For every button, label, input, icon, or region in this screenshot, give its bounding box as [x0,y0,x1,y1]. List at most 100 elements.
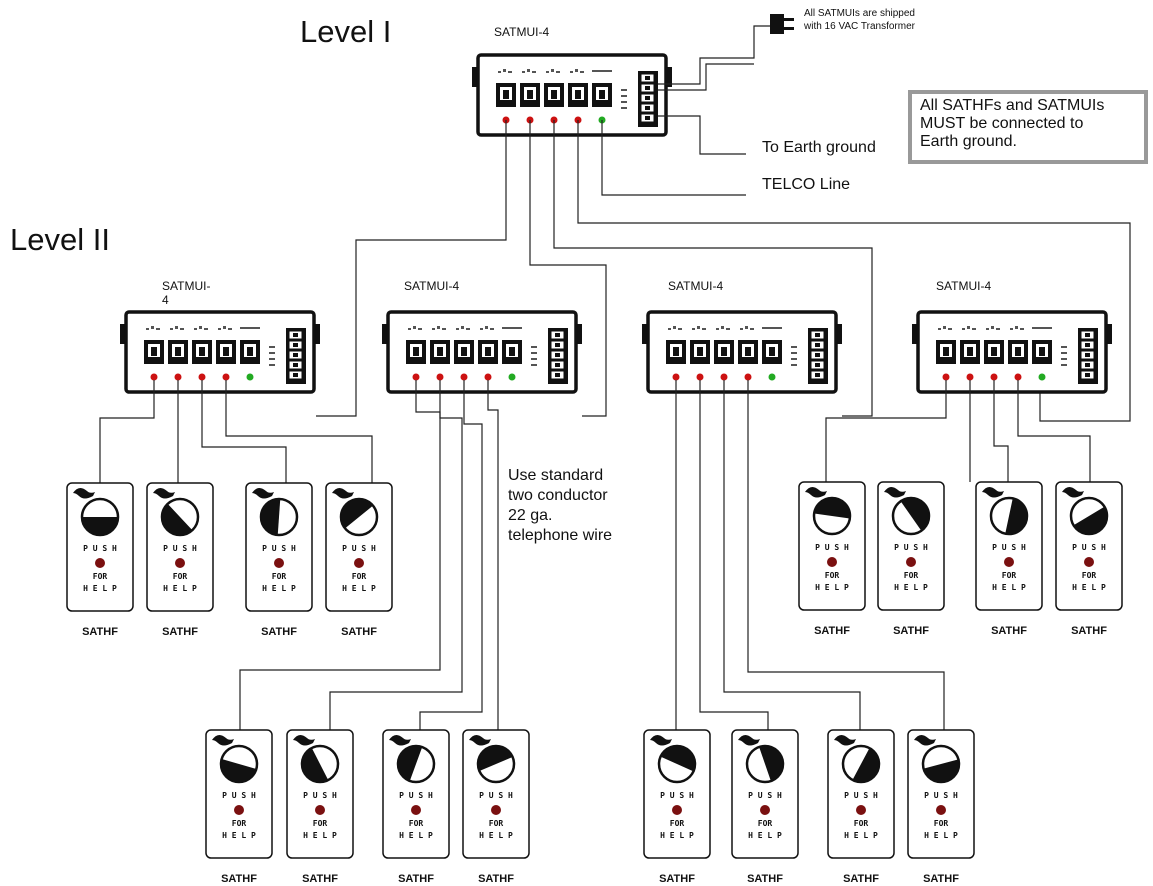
push-text: P U S H [844,791,878,800]
sathf-label: SATHF [162,626,198,638]
dial-icon [852,748,879,782]
sathf-label: SATHF [843,873,879,885]
sathf-station: P U S H FOR H E L P SATHF [876,480,946,637]
help-text: H E L P [844,831,878,840]
push-text: P U S H [262,544,296,553]
sathf-station: P U S H FOR H E L P SATHF [324,481,394,638]
dial-icon [923,759,959,782]
dial-icon [900,498,929,531]
sathf-station: P U S H FOR H E L P SATHF [906,728,976,885]
push-text: P U S H [479,791,513,800]
hub-a [118,310,322,394]
help-text: H E L P [83,584,117,593]
help-text: H E L P [992,583,1026,592]
transformer-note-line-1: All SATMUIs are shipped [804,8,915,19]
help-text: H E L P [303,831,337,840]
for-text: FOR [1082,571,1097,580]
hub-c-label: SATMUI-4 [668,279,723,293]
sathf-station: P U S H FOR H E L P SATHF [145,481,215,638]
dial-icon [1073,506,1107,534]
sathf-label: SATHF [261,626,297,638]
help-text: H E L P [815,583,849,592]
dial-icon [341,499,373,529]
sathf-station: P U S H FOR H E L P SATHF [1054,480,1124,637]
help-text: H E L P [342,584,376,593]
for-text: FOR [758,819,773,828]
sathf-label: SATHF [923,873,959,885]
hub-a-label-line-1: SATMUI- [162,279,210,293]
push-text: P U S H [924,791,958,800]
for-text: FOR [825,571,840,580]
help-text: H E L P [924,831,958,840]
level-1-hub [470,53,674,137]
hub-d-station-wires [825,380,1091,482]
sathf-label: SATHF [659,873,695,885]
ground-note-line-1: All SATHFs and SATMUIs [920,97,1104,114]
sathf-label: SATHF [893,625,929,637]
help-text: H E L P [894,583,928,592]
transformer-note-line-2: with 16 VAC Transformer [803,21,916,32]
hub-b-label: SATMUI-4 [404,279,459,293]
for-text: FOR [489,819,504,828]
sathf-station: P U S H FOR H E L P SATHF [65,481,135,638]
hub-b-station-wires [239,380,499,730]
earth-ground-label: To Earth ground [762,139,876,156]
help-text: H E L P [399,831,433,840]
sathf-label: SATHF [82,626,118,638]
sathf-label: SATHF [398,873,434,885]
dial-icon [261,499,281,535]
sathf-label: SATHF [1071,625,1107,637]
ground-note-line-2: MUST be connected to [920,115,1083,132]
level-1-side-wires [601,25,770,196]
power-plug-icon [770,14,794,34]
push-text: P U S H [748,791,782,800]
dial-icon [398,746,423,781]
help-text: H E L P [163,584,197,593]
hub-a-label-line-2: 4 [162,293,169,307]
for-text: FOR [313,819,328,828]
for-text: FOR [670,819,685,828]
push-text: P U S H [83,544,117,553]
sathf-label: SATHF [814,625,850,637]
for-text: FOR [352,572,367,581]
for-text: FOR [1002,571,1017,580]
help-text: H E L P [479,831,513,840]
for-text: FOR [934,819,949,828]
wire-note-line-1: Use standard [508,467,603,484]
for-text: FOR [173,572,188,581]
dial-icon [814,498,850,519]
ground-note-box: All SATHFs and SATMUIs MUST be connected… [908,90,1148,164]
level-2-title: Level II [10,222,110,257]
push-text: P U S H [163,544,197,553]
help-text: H E L P [1072,583,1106,592]
dial-icon [162,503,193,535]
push-text: P U S H [399,791,433,800]
sathf-label: SATHF [478,873,514,885]
dial-icon [759,746,783,782]
for-text: FOR [409,819,424,828]
dial-icon [302,747,329,782]
dial-icon [82,517,118,535]
hub-a-station-wires [99,380,373,483]
push-text: P U S H [1072,543,1106,552]
help-text: H E L P [222,831,256,840]
stations: P U S H FOR H E L P SATHF P U S H FOR H E L P S… [65,480,1124,885]
sathf-label: SATHF [341,626,377,638]
hub-c [640,310,844,394]
help-text: H E L P [660,831,694,840]
sathf-label: SATHF [747,873,783,885]
for-text: FOR [93,572,108,581]
push-text: P U S H [342,544,376,553]
hub-d [910,310,1114,394]
sathf-station: P U S H FOR H E L P SATHF [381,728,451,885]
for-text: FOR [904,571,919,580]
sathf-station: P U S H FOR H E L P SATHF [461,728,531,885]
sathf-label: SATHF [221,873,257,885]
push-text: P U S H [894,543,928,552]
